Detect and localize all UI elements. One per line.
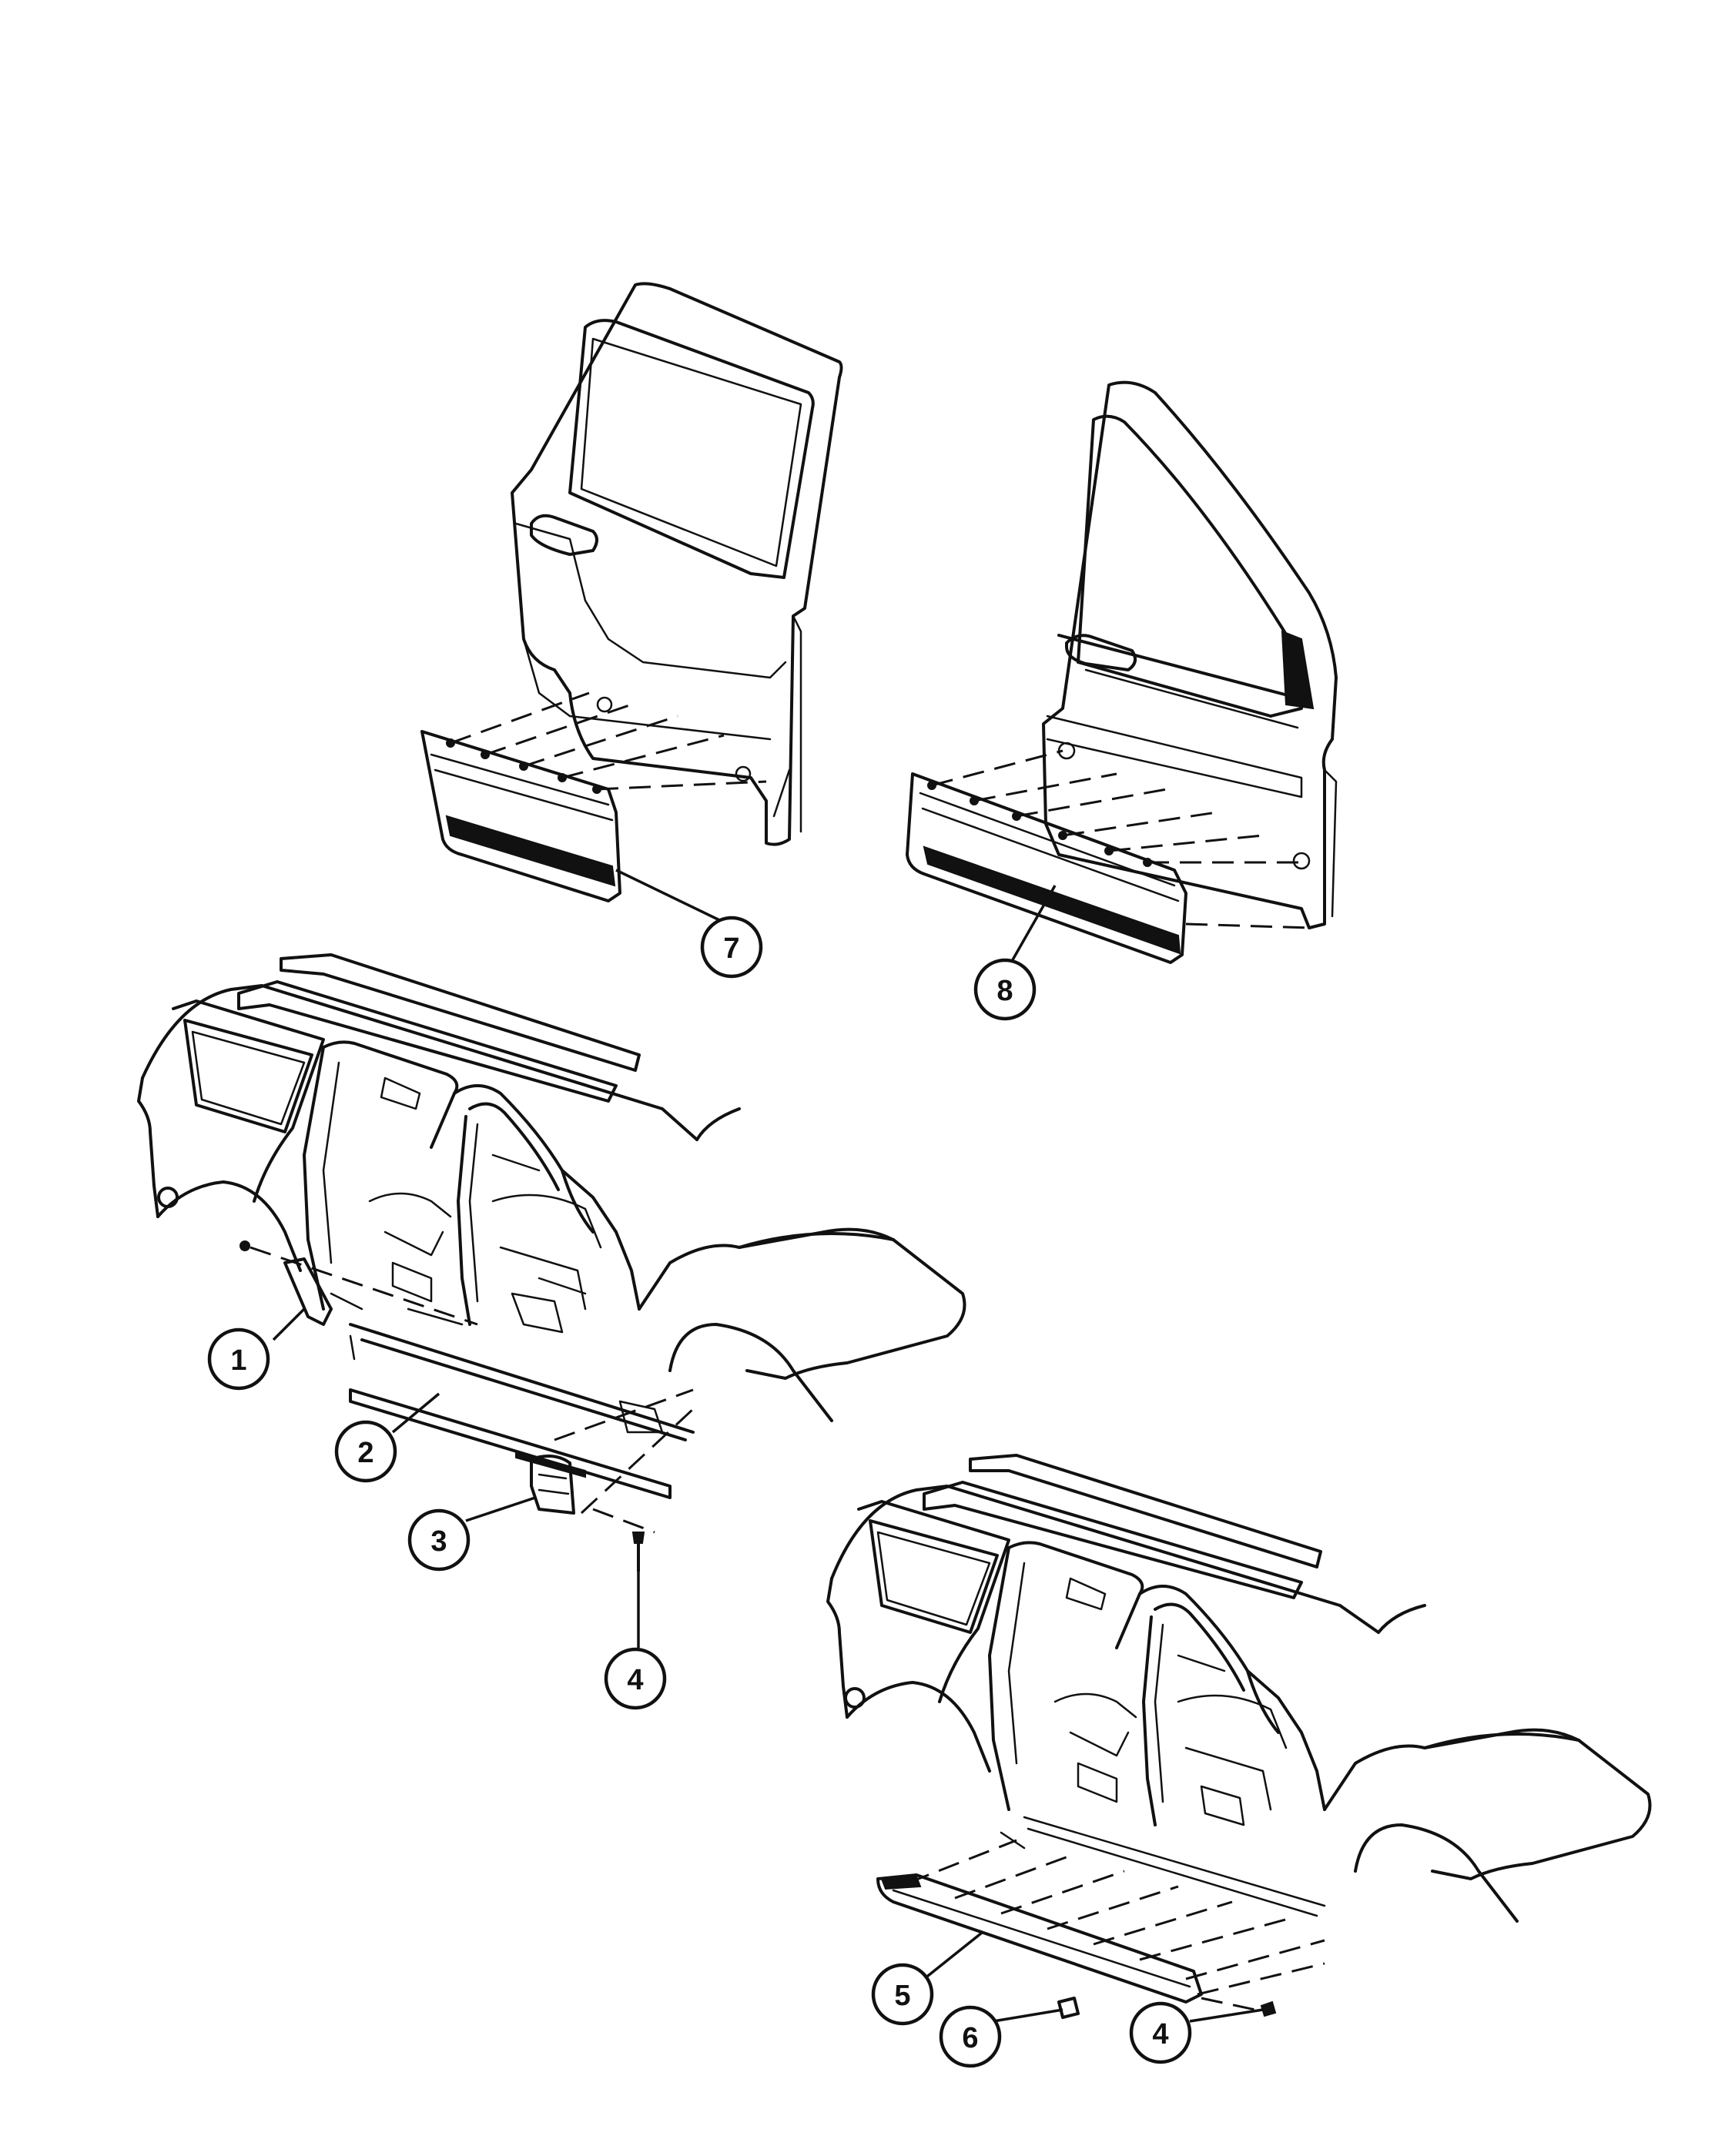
- screw-left: [631, 1532, 645, 1572]
- screw-right: [1260, 2000, 1277, 2017]
- callout-label: 6: [962, 2022, 978, 2054]
- front-door-illustration: [1042, 380, 1338, 929]
- callout-label: 4: [627, 1664, 643, 1696]
- callout-4-right: 4: [1129, 2001, 1192, 2064]
- leader-lines: [272, 869, 1264, 2023]
- callout-label: 5: [894, 1980, 910, 2012]
- callout-4-left: 4: [604, 1647, 667, 1710]
- rear-door-molding: [420, 691, 767, 902]
- rocker-bracket-part: [239, 1240, 333, 1326]
- callout-label: 3: [430, 1525, 447, 1558]
- callout-label: 7: [723, 932, 739, 965]
- callout-6: 6: [939, 2005, 1002, 2068]
- callout-label: 2: [357, 1437, 373, 1469]
- callout-5: 5: [871, 1963, 934, 2026]
- rear-door-illustration: [511, 282, 843, 846]
- callout-1: 1: [207, 1327, 270, 1391]
- callout-label: 4: [1152, 2018, 1168, 2051]
- end-cap-part: [530, 1455, 575, 1515]
- body-shell-lower-illustration: [826, 1454, 1652, 1923]
- clip-part: [1057, 1997, 1080, 2019]
- callout-label: 8: [996, 975, 1013, 1007]
- callout-3: 3: [407, 1508, 471, 1572]
- rocker-molding-right: [876, 1839, 1325, 2011]
- front-door-molding: [906, 742, 1311, 964]
- callout-2: 2: [334, 1420, 397, 1483]
- callout-label: 1: [230, 1344, 246, 1377]
- callout-8: 8: [973, 958, 1037, 1021]
- body-shell-upper-illustration: [137, 953, 966, 1534]
- callout-7: 7: [700, 916, 763, 979]
